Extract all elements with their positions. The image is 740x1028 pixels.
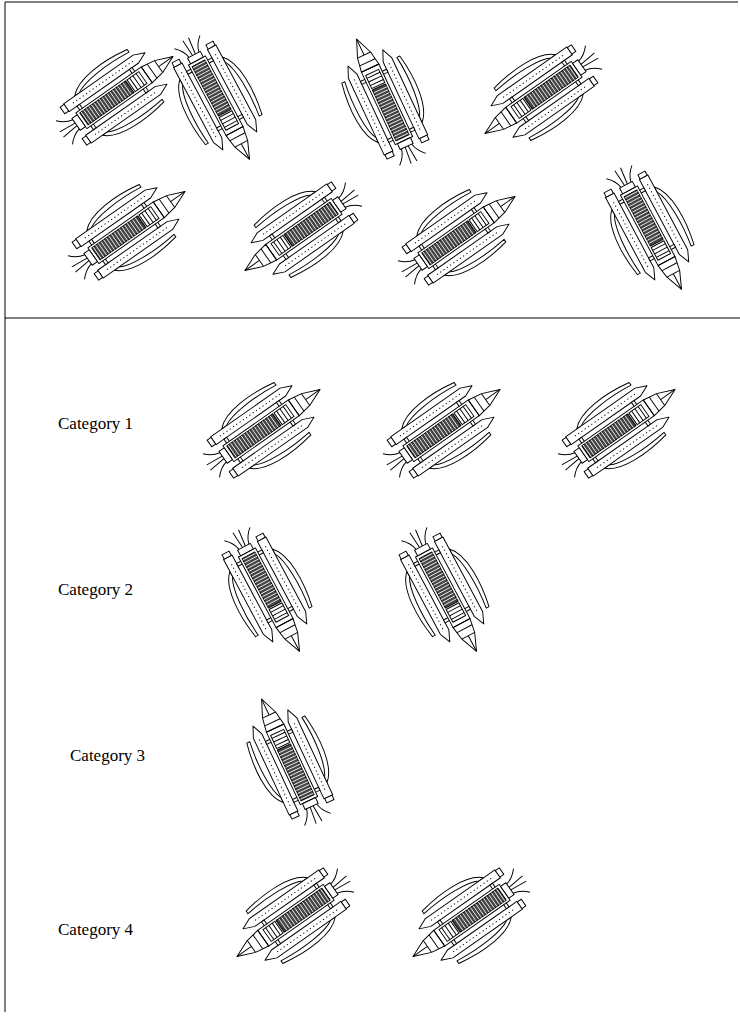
spaceship-figure (230, 684, 351, 837)
spaceship-figure (369, 361, 521, 496)
category-label: Category 4 (58, 920, 133, 940)
spaceship-figure (465, 27, 617, 162)
spaceship-figure (325, 24, 446, 177)
spaceship-figure (384, 168, 536, 303)
spaceship-figure (54, 163, 206, 298)
spaceship-figure (393, 850, 545, 985)
category-label: Category 3 (70, 746, 145, 766)
spaceship-figure (189, 361, 341, 496)
category-label: Category 1 (58, 414, 133, 434)
spaceship-figure (382, 515, 508, 668)
category-label: Category 2 (58, 580, 133, 600)
spaceship-figure (155, 23, 281, 176)
spaceship-figure (544, 361, 696, 496)
panel-border (5, 2, 6, 1012)
spaceship-figure (217, 850, 369, 985)
panel-border (5, 2, 738, 3)
spaceship-figure (205, 515, 331, 668)
panel-divider (5, 318, 740, 319)
spaceship-figure (42, 28, 194, 163)
spaceship-figure (225, 164, 377, 299)
spaceship-figure (587, 153, 713, 306)
